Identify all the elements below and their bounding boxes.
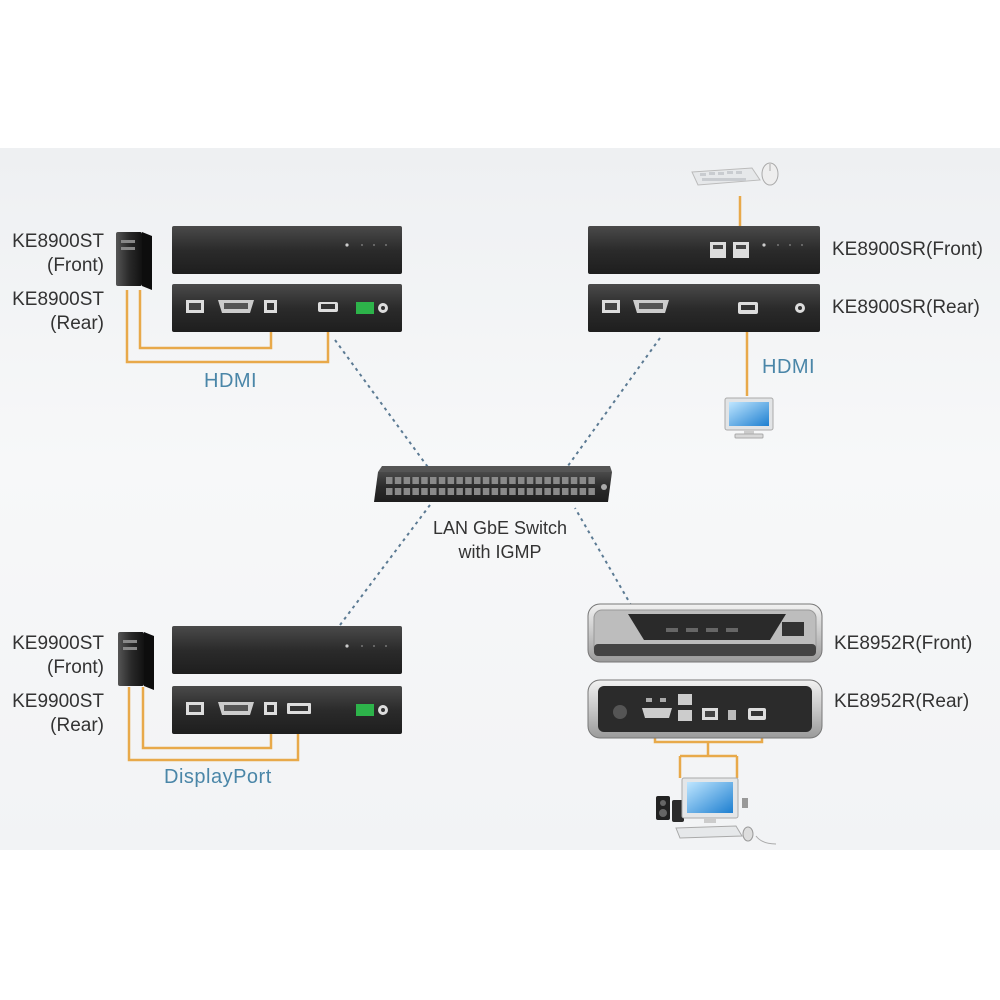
switch-port bbox=[491, 488, 499, 495]
keyboard-mouse-top bbox=[691, 162, 779, 186]
switch-port bbox=[386, 488, 393, 495]
switch-port bbox=[403, 488, 411, 495]
switch-port bbox=[544, 477, 551, 484]
tower-pc-top bbox=[116, 232, 152, 290]
switch-port bbox=[588, 488, 595, 495]
switch-port bbox=[447, 477, 455, 484]
switch-port bbox=[535, 488, 543, 495]
switch-port bbox=[412, 488, 419, 495]
switch-port bbox=[403, 477, 411, 484]
switch-port bbox=[394, 477, 402, 484]
switch-port bbox=[474, 488, 481, 495]
switch-port bbox=[438, 488, 446, 495]
switch-port bbox=[553, 488, 560, 495]
switch-port bbox=[412, 477, 419, 484]
label-ke8952r-front: KE8952R(Front) bbox=[834, 633, 973, 654]
label-ke8952r-rear: KE8952R(Rear) bbox=[834, 691, 970, 712]
switch-port bbox=[456, 477, 463, 484]
switch-port bbox=[438, 477, 446, 484]
label-ke8900sr-front: KE8900SR(Front) bbox=[832, 239, 984, 260]
label-ke9900st-front: KE9900ST (Front) bbox=[12, 633, 104, 678]
switch-port bbox=[509, 488, 516, 495]
signal-hdmi-right: HDMI bbox=[762, 356, 816, 378]
switch-port bbox=[518, 488, 525, 495]
link-ke8900st bbox=[334, 339, 431, 471]
switch-port bbox=[430, 477, 437, 484]
switch-port bbox=[588, 477, 595, 484]
switch-port bbox=[447, 488, 455, 495]
label-ke8900st-rear: KE8900ST (Rear) bbox=[12, 289, 104, 334]
ke8952r-front-unit bbox=[587, 603, 823, 663]
switch-port bbox=[570, 488, 578, 495]
signal-hdmi-left: HDMI bbox=[204, 370, 258, 392]
switch-port bbox=[579, 488, 587, 495]
switch-port bbox=[518, 477, 525, 484]
switch-port bbox=[544, 488, 551, 495]
switch-port bbox=[430, 488, 437, 495]
monitor-right bbox=[724, 397, 774, 439]
switch-port bbox=[579, 477, 587, 484]
link-ke8952r bbox=[574, 507, 636, 613]
signal-displayport: DisplayPort bbox=[164, 766, 272, 788]
switch-port bbox=[386, 477, 393, 484]
switch-port bbox=[482, 488, 490, 495]
ke9900st-rear-unit bbox=[172, 686, 402, 734]
link-ke8900sr bbox=[564, 337, 661, 471]
ke8952r-rear-unit bbox=[587, 679, 823, 739]
cable-ke8900st-hdmi bbox=[125, 290, 330, 364]
ke8900st-front-unit bbox=[172, 226, 402, 274]
switch-port bbox=[553, 477, 560, 484]
switch-port bbox=[394, 488, 402, 495]
switch-port bbox=[421, 488, 428, 495]
label-ke8900st-front: KE8900ST (Front) bbox=[12, 231, 104, 276]
label-ke9900st-rear: KE9900ST (Rear) bbox=[12, 691, 104, 736]
switch-port bbox=[562, 477, 569, 484]
ke8900sr-rear-unit bbox=[588, 284, 820, 332]
tower-pc-bottom bbox=[118, 632, 154, 690]
switch-port bbox=[526, 488, 534, 495]
switch-port bbox=[482, 477, 490, 484]
switch-port bbox=[465, 477, 472, 484]
switch-port bbox=[474, 477, 481, 484]
switch-port bbox=[509, 477, 516, 484]
switch-port bbox=[500, 477, 507, 484]
network-links bbox=[334, 337, 661, 626]
switch-port bbox=[526, 477, 534, 484]
switch-port bbox=[456, 488, 463, 495]
workstation-bottom bbox=[656, 777, 777, 845]
switch-port bbox=[421, 477, 428, 484]
switch-label-line2: with IGMP bbox=[458, 542, 542, 562]
switch-port bbox=[465, 488, 472, 495]
switch-port bbox=[491, 477, 499, 484]
cable-ke9900st-dp bbox=[127, 687, 300, 762]
ke8900sr-front-unit bbox=[588, 226, 820, 274]
switch-port bbox=[500, 488, 507, 495]
ke8900st-rear-unit bbox=[172, 284, 402, 332]
switch-port bbox=[535, 477, 543, 484]
label-ke8900sr-rear: KE8900SR(Rear) bbox=[832, 297, 980, 318]
lan-switch bbox=[374, 466, 612, 502]
switch-label: LAN GbE Switch with IGMP bbox=[395, 516, 605, 564]
switch-port bbox=[570, 477, 578, 484]
switch-port bbox=[562, 488, 569, 495]
switch-label-line1: LAN GbE Switch bbox=[432, 518, 568, 538]
ke9900st-front-unit bbox=[172, 626, 402, 674]
